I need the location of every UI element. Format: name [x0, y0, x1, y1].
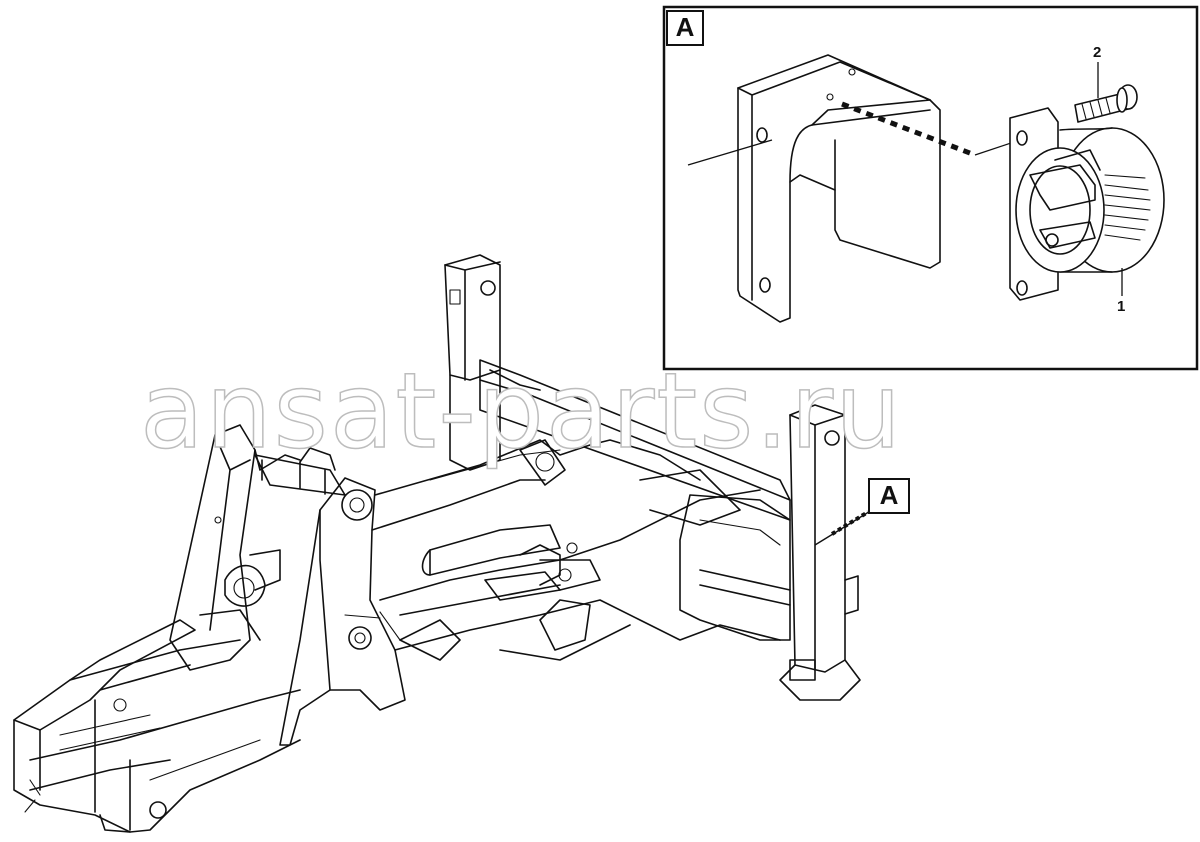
assembly-axis [841, 101, 976, 158]
detail-leader [814, 509, 873, 546]
cross-tube [254, 447, 346, 496]
right-tower [779, 404, 861, 701]
callout-item-2: 2 [1093, 44, 1102, 61]
center-rails [371, 439, 781, 661]
callout-item-1: 1 [1117, 298, 1126, 315]
mounting-bracket [737, 54, 941, 323]
right-side-bracket [679, 494, 791, 641]
back-right-tower [444, 254, 791, 521]
left-tower [169, 424, 301, 671]
bolt [1074, 84, 1138, 123]
detail-reference-tag: A [868, 478, 910, 514]
rear-frame [13, 619, 301, 833]
bracket-leader [687, 139, 773, 166]
horn-assembly [1009, 107, 1165, 301]
detail-frame-tag: A [666, 10, 704, 46]
